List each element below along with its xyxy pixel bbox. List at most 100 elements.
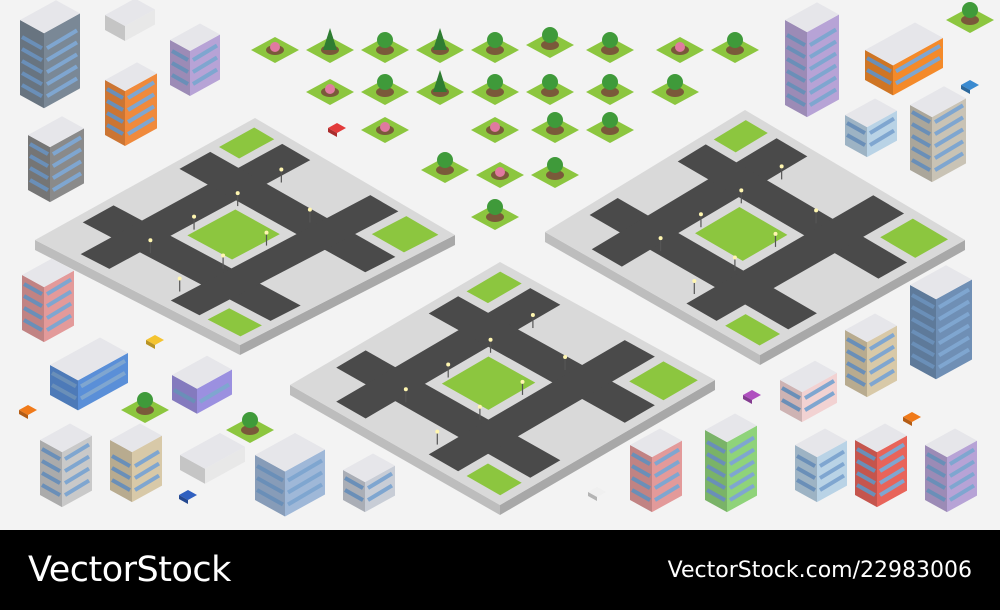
tree-tile: [946, 2, 994, 33]
building-right-face: [50, 128, 84, 203]
building: [170, 23, 220, 96]
vehicle-icon: [903, 412, 921, 426]
building: [910, 265, 972, 380]
window-row: [41, 459, 61, 473]
window-row: [171, 73, 189, 86]
building-right-face: [947, 440, 977, 513]
building-left-face: [180, 455, 205, 484]
window-row: [781, 398, 801, 412]
round-tree-icon: [542, 27, 558, 43]
building: [105, 0, 155, 41]
window-row: [878, 478, 906, 497]
window-row: [911, 134, 931, 148]
tree-tile: [586, 112, 634, 143]
window-row: [631, 488, 651, 502]
building-roof: [925, 428, 977, 458]
round-tree-icon: [547, 112, 563, 128]
building-right-face: [867, 325, 897, 398]
window-row: [948, 459, 976, 478]
tree-base: [486, 45, 504, 55]
building-right-face: [125, 73, 157, 146]
window-row: [631, 476, 651, 490]
road: [170, 195, 399, 316]
window-row: [937, 347, 971, 370]
building-roof: [20, 0, 80, 34]
window-row: [911, 329, 935, 346]
window-row: [63, 466, 91, 485]
window-row: [198, 382, 231, 404]
window-row: [286, 458, 324, 483]
window-row: [106, 111, 124, 124]
grass-patch: [207, 308, 262, 337]
window-row: [256, 488, 284, 507]
window-row: [51, 159, 83, 180]
lamp-light: [148, 238, 153, 243]
window-row: [937, 299, 971, 322]
window-row: [51, 171, 83, 192]
window-row: [911, 146, 931, 160]
building-roof: [40, 423, 92, 453]
vehicle-icon: [961, 80, 979, 94]
block-side: [240, 235, 455, 355]
window-row: [868, 368, 896, 387]
window-row: [45, 277, 73, 296]
round-tree-icon: [667, 74, 683, 90]
flower-bed-icon: [675, 42, 685, 52]
window-row: [728, 447, 756, 466]
tree-base: [666, 87, 684, 97]
round-tree-icon: [962, 2, 978, 18]
window-row: [706, 464, 726, 478]
grass-patch: [219, 127, 275, 159]
window-row: [808, 51, 838, 71]
window-row: [344, 476, 364, 490]
window-row: [45, 28, 79, 50]
window-row: [948, 483, 976, 502]
window-row: [786, 93, 806, 107]
window-row: [911, 110, 931, 124]
window-row: [911, 353, 935, 370]
window-row: [133, 473, 161, 492]
tree-base: [486, 87, 504, 97]
building-roof: [845, 313, 897, 343]
pine-tree-icon: [433, 28, 447, 50]
window-row: [728, 459, 756, 478]
tree-base: [541, 40, 559, 50]
window-row: [808, 75, 838, 95]
building-roof: [105, 0, 155, 26]
building-roof: [110, 423, 162, 453]
window-row: [796, 478, 816, 492]
window-row: [653, 459, 681, 478]
tree-base: [961, 15, 979, 25]
window-row: [911, 341, 935, 358]
tree-tile: [306, 28, 354, 63]
window-row: [808, 39, 838, 59]
vehicle-side: [743, 395, 752, 404]
window-row: [21, 59, 43, 74]
lamp-light: [192, 214, 197, 219]
vehicle-side: [19, 410, 28, 419]
building: [845, 98, 897, 158]
round-tree-icon: [487, 199, 503, 215]
grass-patch: [466, 463, 522, 496]
building: [865, 22, 943, 96]
round-tree-icon: [602, 74, 618, 90]
window-row: [856, 471, 876, 485]
window-row: [856, 483, 876, 497]
window-row: [45, 52, 79, 74]
window-row: [911, 293, 935, 310]
building-roof: [705, 413, 757, 443]
flower-bed-icon: [495, 167, 505, 177]
window-row: [29, 166, 49, 180]
window-row: [111, 466, 131, 480]
building: [180, 433, 245, 484]
building: [845, 313, 897, 398]
tree-base: [541, 87, 559, 97]
window-row: [21, 35, 43, 50]
window-row: [45, 313, 73, 332]
building: [780, 360, 837, 423]
window-row: [878, 454, 906, 473]
tree-tile: [226, 412, 274, 443]
tree-tile: [416, 28, 464, 63]
pine-tree-icon: [433, 70, 447, 92]
window-row: [631, 464, 651, 478]
